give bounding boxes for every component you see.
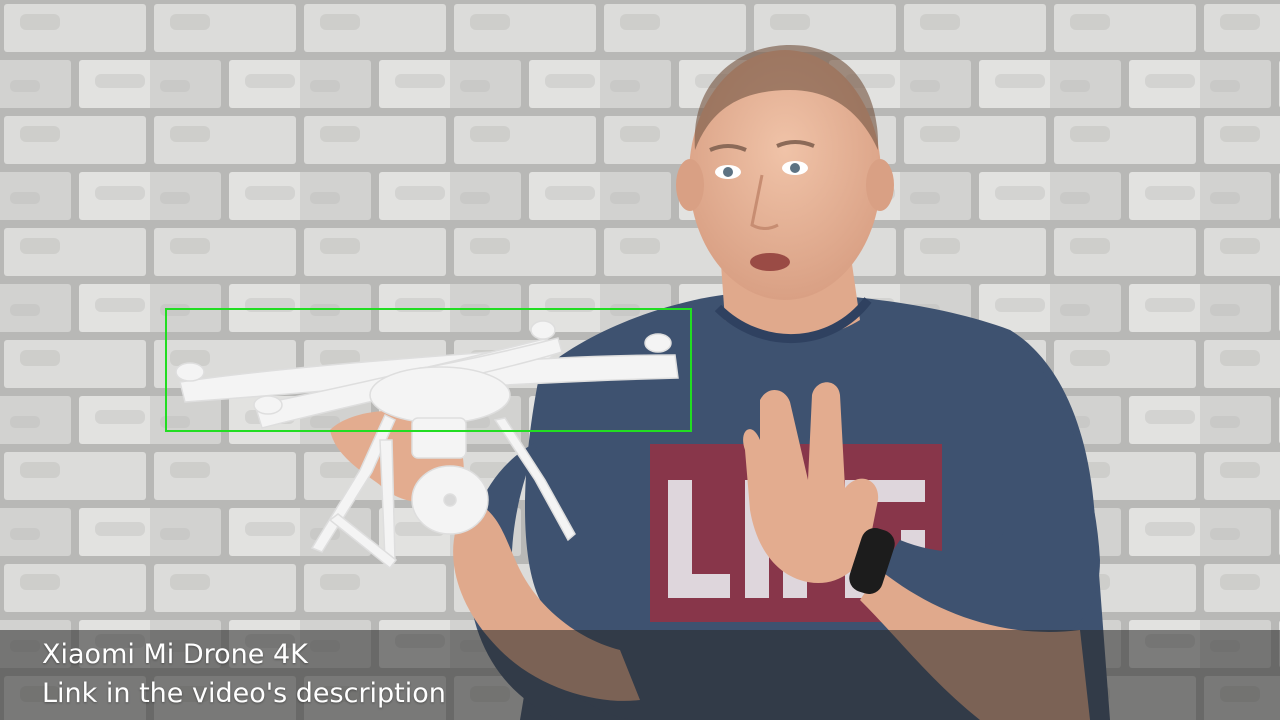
caption-bar xyxy=(0,630,1280,720)
right-arm xyxy=(880,330,1100,646)
drone xyxy=(175,320,679,570)
raised-hand xyxy=(743,382,879,584)
drone-highlight-box xyxy=(165,308,692,432)
mouth xyxy=(750,253,790,271)
caption-subtitle: Link in the video's description xyxy=(42,678,446,709)
right-ear xyxy=(866,159,894,211)
collar xyxy=(714,297,872,343)
head xyxy=(689,50,881,300)
nose xyxy=(750,174,779,230)
hair xyxy=(694,45,879,150)
left-ear xyxy=(676,159,704,211)
watch-band xyxy=(849,528,895,594)
caption-title: Xiaomi Mi Drone 4K xyxy=(42,639,308,670)
